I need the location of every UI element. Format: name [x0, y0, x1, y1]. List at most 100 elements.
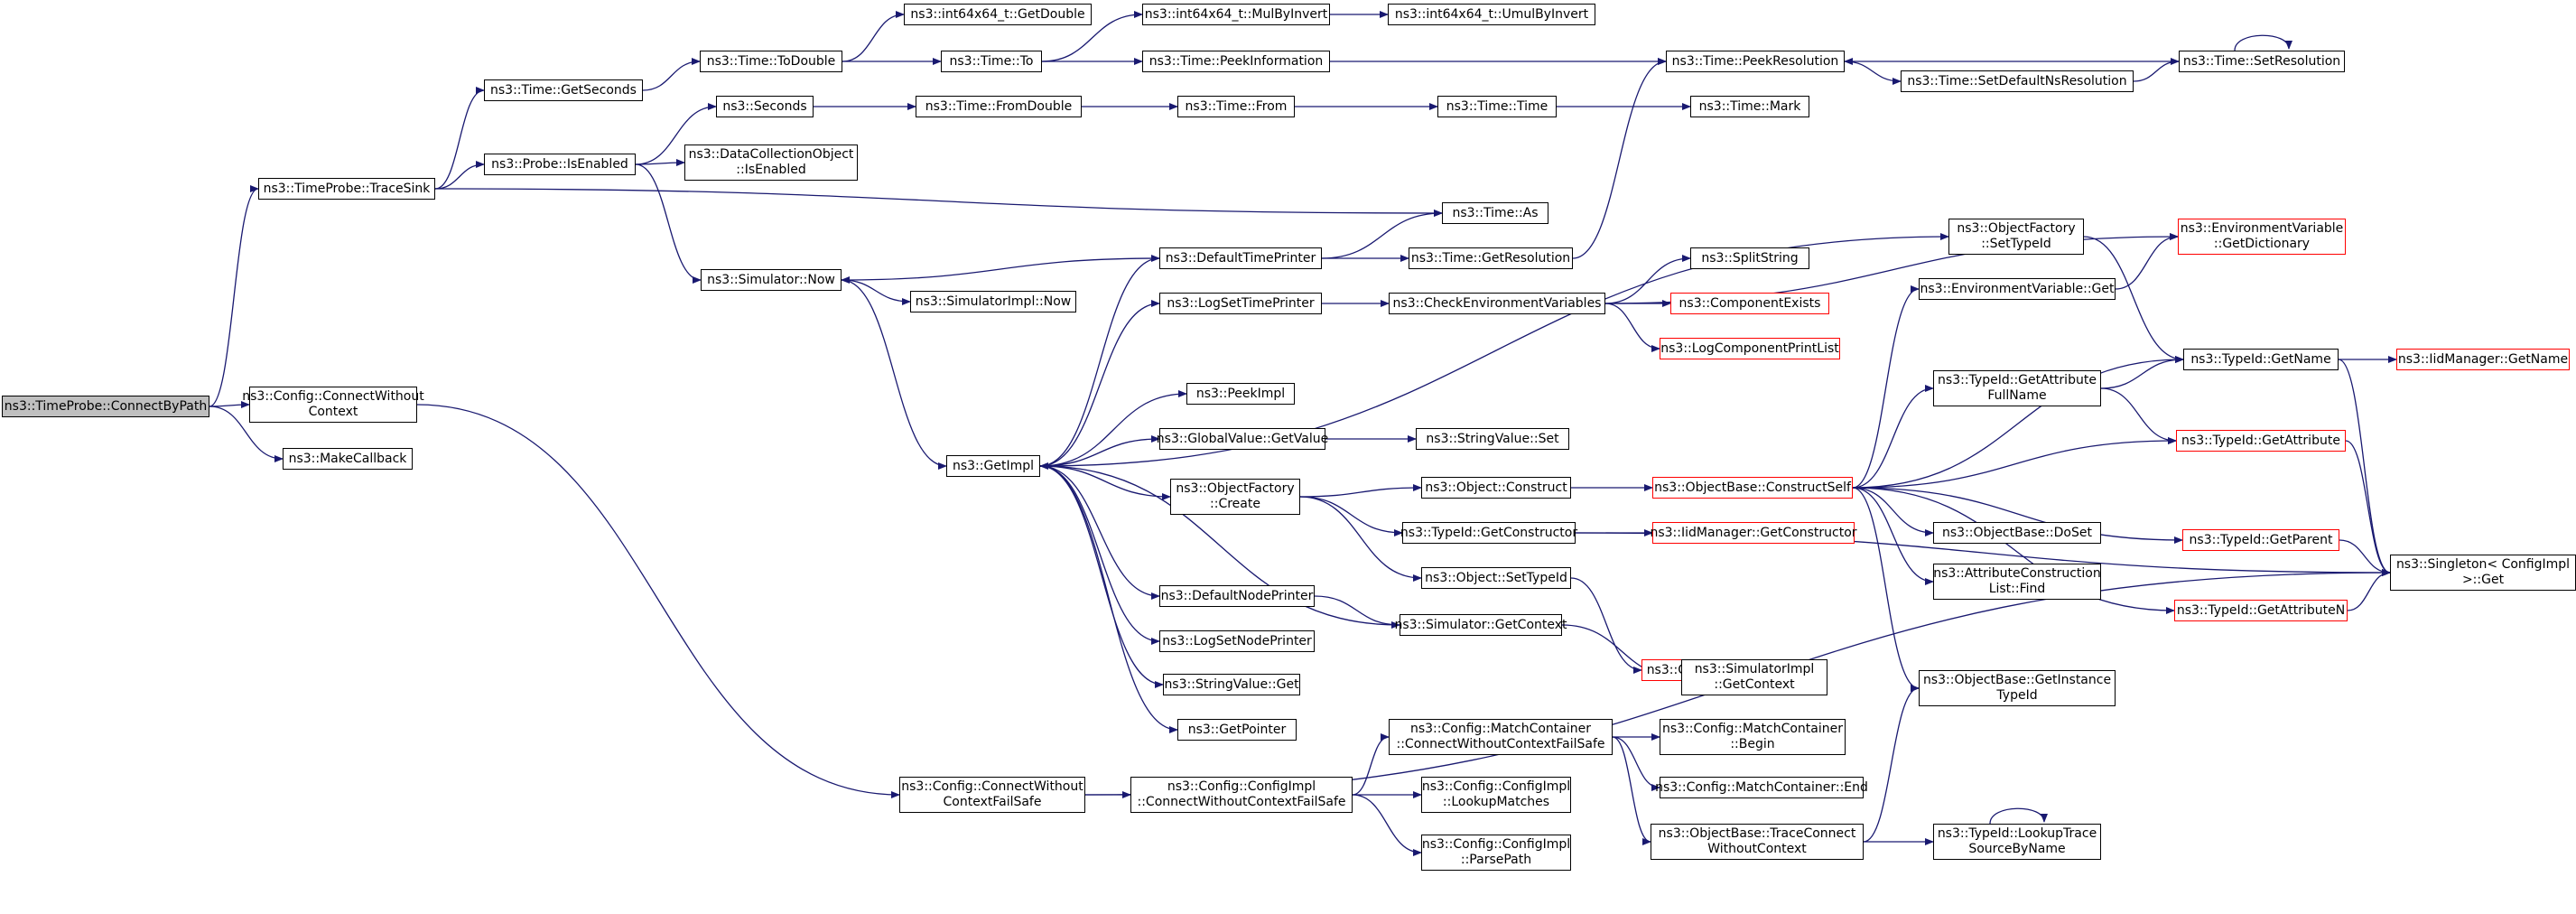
node-lognodeprinter[interactable]: ns3::LogSetNodePrinter [1159, 630, 1315, 652]
node-seconds[interactable]: ns3::Seconds [716, 96, 814, 117]
edge-objbase-constructself-to-typeid-getname [1852, 356, 2184, 489]
node-envvar-get[interactable]: ns3::EnvironmentVariable::Get [1919, 278, 2116, 300]
node-object-construct[interactable]: ns3::Object::Construct [1421, 477, 1571, 499]
node-tracesink[interactable]: ns3::TimeProbe::TraceSink [258, 178, 435, 200]
node-cfgimpl-parsepath[interactable]: ns3::Config::ConfigImpl ::ParsePath [1421, 835, 1571, 871]
node-simimpl-getcontext[interactable]: ns3::SimulatorImpl ::GetContext [1681, 659, 1827, 695]
node-probe-isenabled[interactable]: ns3::Probe::IsEnabled [484, 154, 636, 175]
edge-probe-isenabled-to-seconds [635, 103, 717, 165]
node-time-from[interactable]: ns3::Time::From [1177, 96, 1295, 117]
node-setdefaultns[interactable]: ns3::Time::SetDefaultNsResolution [1901, 70, 2134, 92]
edge-objbase-traceconnect-to-objbase-getinstancetypeid [1863, 685, 1920, 843]
node-objbase-doset[interactable]: ns3::ObjectBase::DoSet [1933, 522, 2101, 544]
node-cfgimpl-connectfailsafe[interactable]: ns3::Config::ConfigImpl ::ConnectWithout… [1130, 777, 1353, 813]
node-setresolution[interactable]: ns3::Time::SetResolution [2179, 51, 2345, 72]
node-peekresolution[interactable]: ns3::Time::PeekResolution [1666, 51, 1845, 72]
edge-getimpl-to-logsettimeprinter [1039, 300, 1160, 467]
edge-mc-connectfailsafe-to-objbase-traceconnect [1612, 736, 1651, 845]
node-objfactory-settypeid[interactable]: ns3::ObjectFactory ::SetTypeId [1948, 219, 2084, 255]
node-getimpl[interactable]: ns3::GetImpl [946, 455, 1040, 477]
node-checkenv[interactable]: ns3::CheckEnvironmentVariables [1389, 293, 1605, 314]
edge-objbase-constructself-to-objbase-getinstancetypeid [1852, 487, 1920, 692]
node-sv-set[interactable]: ns3::StringValue::Set [1416, 428, 1569, 450]
node-peekinformation[interactable]: ns3::Time::PeekInformation [1142, 51, 1330, 72]
node-gv-getvalue[interactable]: ns3::GlobalValue::GetValue [1157, 428, 1328, 450]
edge-cfgimpl-connectfailsafe-to-cfgimpl-parsepath [1352, 794, 1422, 856]
edge-getimpl-to-peekimpl [1039, 390, 1187, 467]
node-typeid-lookuptrace[interactable]: ns3::TypeId::LookupTrace SourceByName [1933, 824, 2101, 860]
node-sim-getcontext[interactable]: ns3::Simulator::GetContext [1394, 614, 1567, 636]
node-dco-isenabled[interactable]: ns3::DataCollectionObject ::IsEnabled [684, 145, 858, 181]
node-int-umulbyinvert[interactable]: ns3::int64x64_t::UmulByInvert [1388, 4, 1595, 25]
edge-objbase-constructself-to-typeid-getattrfullname [1852, 385, 1934, 489]
node-objbase-constructself[interactable]: ns3::ObjectBase::ConstructSelf [1652, 477, 1853, 499]
edge-typeid-getattrfullname-to-typeid-getattribute [2100, 387, 2177, 444]
node-int-getdouble[interactable]: ns3::int64x64_t::GetDouble [904, 4, 1092, 25]
node-simimpl-now[interactable]: ns3::SimulatorImpl::Now [910, 291, 1076, 312]
edge-defaulttimeprinter-to-simulator-now [841, 257, 1160, 284]
node-fromdouble[interactable]: ns3::Time::FromDouble [916, 96, 1082, 117]
edge-connectbypath-to-makecallback [209, 406, 284, 462]
edge-typeid-lookuptrace-to-typeid-lookuptrace [1989, 807, 2048, 825]
edge-getimpl-to-objfactory-create [1039, 465, 1171, 500]
node-makecallback[interactable]: ns3::MakeCallback [283, 448, 413, 470]
edge-objbase-constructself-to-envvar-get [1852, 285, 1920, 489]
edge-objfactory-create-to-object-settypeid [1299, 496, 1422, 582]
node-time-mark[interactable]: ns3::Time::Mark [1690, 96, 1809, 117]
node-sv-get[interactable]: ns3::StringValue::Get [1163, 674, 1300, 695]
node-iid-getname[interactable]: ns3::IidManager::GetName [2396, 349, 2570, 370]
node-mc-connectfailsafe[interactable]: ns3::Config::MatchContainer ::ConnectWit… [1389, 719, 1613, 755]
node-mc-begin[interactable]: ns3::Config::MatchContainer ::Begin [1660, 719, 1846, 755]
node-defaultnodeprinter[interactable]: ns3::DefaultNodePrinter [1159, 585, 1315, 607]
node-typeid-getattributen[interactable]: ns3::TypeId::GetAttributeN [2174, 600, 2348, 621]
node-typeid-getattrfullname[interactable]: ns3::TypeId::GetAttribute FullName [1933, 370, 2101, 406]
node-getresolution[interactable]: ns3::Time::GetResolution [1409, 247, 1573, 269]
edge-tracesink-to-getseconds [434, 87, 485, 190]
edge-simulator-now-to-getimpl [841, 279, 947, 470]
edge-typeid-getattributen-to-singleton-get [2347, 569, 2391, 611]
edge-layer [209, 11, 2397, 856]
node-getseconds[interactable]: ns3::Time::GetSeconds [484, 79, 643, 101]
node-mc-end[interactable]: ns3::Config::MatchContainer::End [1655, 777, 1868, 798]
edge-getseconds-to-time-todouble [642, 58, 701, 91]
node-objbase-getinstancetypeid[interactable]: ns3::ObjectBase::GetInstance TypeId [1919, 670, 2116, 706]
node-typeid-getconstructor[interactable]: ns3::TypeId::GetConstructor [1400, 522, 1577, 544]
node-defaulttimeprinter[interactable]: ns3::DefaultTimePrinter [1159, 247, 1322, 269]
node-cfgimpl-lookupmatches[interactable]: ns3::Config::ConfigImpl ::LookupMatches [1421, 777, 1571, 813]
node-env-getdictionary[interactable]: ns3::EnvironmentVariable ::GetDictionary [2178, 219, 2346, 255]
node-typeid-getparent[interactable]: ns3::TypeId::GetParent [2182, 529, 2339, 551]
edge-objbase-constructself-to-typeid-getattribute [1852, 437, 2177, 489]
node-logcomponentprintlist[interactable]: ns3::LogComponentPrintList [1660, 338, 1840, 359]
edge-sim-getcontext-to-getimpl [1039, 462, 1400, 626]
node-splitstring[interactable]: ns3::SplitString [1690, 247, 1809, 269]
node-attr-find[interactable]: ns3::AttributeConstruction List::Find [1933, 564, 2101, 600]
node-iid-getconstructor[interactable]: ns3::IidManager::GetConstructor [1650, 522, 1857, 544]
edge-checkenv-to-logcomponentprintlist [1604, 303, 1660, 352]
node-time-as[interactable]: ns3::Time::As [1442, 202, 1548, 224]
node-cfg-connectwithout[interactable]: ns3::Config::ConnectWithout Context [242, 387, 424, 423]
node-typeid-getname[interactable]: ns3::TypeId::GetName [2183, 349, 2339, 370]
node-getpointer[interactable]: ns3::GetPointer [1177, 719, 1297, 741]
node-singleton-get[interactable]: ns3::Singleton< ConfigImpl >::Get [2390, 555, 2576, 591]
node-connectbypath[interactable]: ns3::TimeProbe::ConnectByPath [2, 396, 209, 417]
edge-defaultnodeprinter-to-sim-getcontext [1314, 595, 1400, 629]
edge-checkenv-to-splitstring [1604, 255, 1691, 304]
node-objfactory-create[interactable]: ns3::ObjectFactory ::Create [1170, 479, 1300, 515]
edge-setdefaultns-to-setresolution [2133, 58, 2180, 82]
node-time-to[interactable]: ns3::Time::To [941, 51, 1042, 72]
node-time-todouble[interactable]: ns3::Time::ToDouble [700, 51, 842, 72]
node-componentexists[interactable]: ns3::ComponentExists [1670, 293, 1829, 314]
node-object-settypeid[interactable]: ns3::Object::SetTypeId [1421, 567, 1571, 589]
node-cfg-connectfailsafe[interactable]: ns3::Config::ConnectWithout ContextFailS… [899, 777, 1085, 813]
node-simulator-now[interactable]: ns3::Simulator::Now [701, 269, 842, 291]
edge-defaulttimeprinter-to-time-as [1321, 210, 1443, 259]
edge-getimpl-to-gv-getvalue [1039, 435, 1160, 467]
edge-objfactory-create-to-typeid-getconstructor [1299, 496, 1403, 536]
node-objbase-traceconnect[interactable]: ns3::ObjectBase::TraceConnect WithoutCon… [1651, 824, 1864, 860]
edge-getimpl-to-sv-get [1039, 465, 1164, 688]
node-logsettimeprinter[interactable]: ns3::LogSetTimePrinter [1159, 293, 1322, 314]
node-typeid-getattribute[interactable]: ns3::TypeId::GetAttribute [2176, 430, 2346, 452]
node-peekimpl[interactable]: ns3::PeekImpl [1186, 383, 1295, 405]
node-int-mulbyinvert[interactable]: ns3::int64x64_t::MulByInvert [1142, 4, 1330, 25]
node-time-time[interactable]: ns3::Time::Time [1437, 96, 1557, 117]
